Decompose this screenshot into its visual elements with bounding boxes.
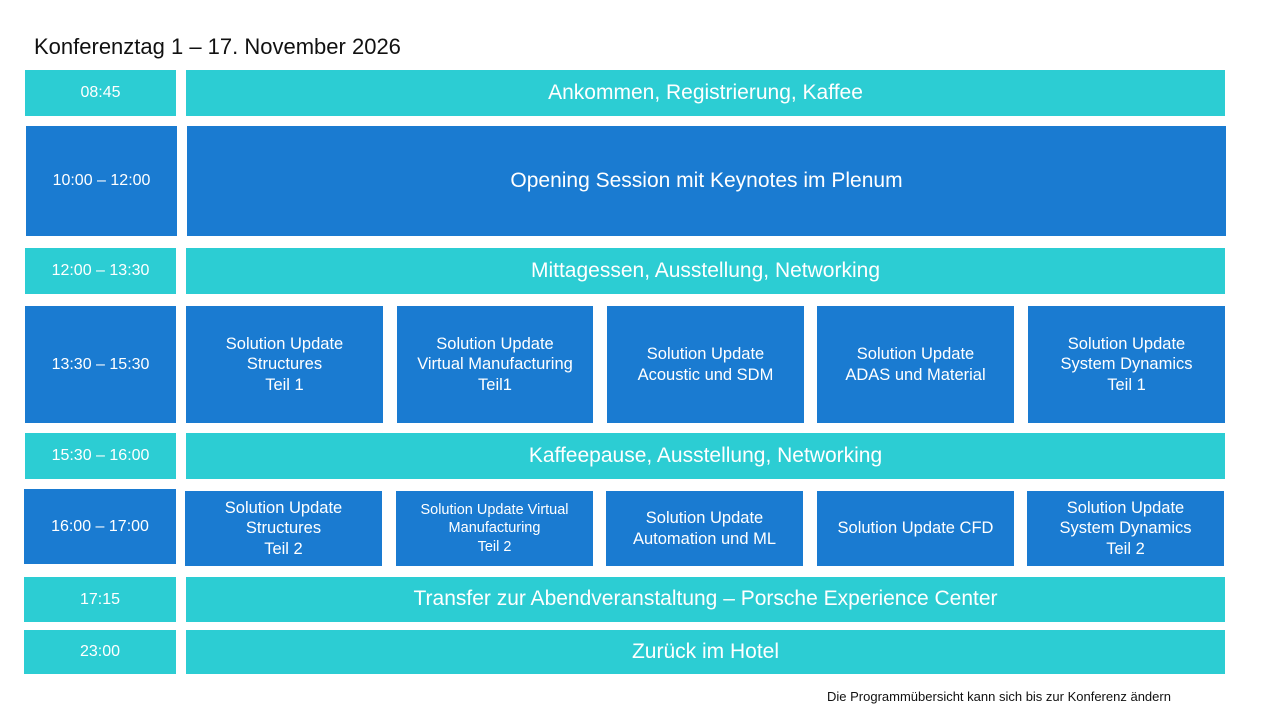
footer-note: Die Programmübersicht kann sich bis zur … [827,689,1171,704]
page-title: Konferenztag 1 – 17. November 2026 [34,34,401,59]
session-block: Solution Update Structures Teil 2 [185,491,382,566]
session-block: Solution Update Virtual Manufacturing Te… [397,306,593,423]
session-block: Solution Update Virtual Manufacturing Te… [396,491,593,566]
time-slot: 23:00 [24,630,176,674]
plenary-block: Mittagessen, Ausstellung, Networking [186,248,1225,294]
time-slot: 08:45 [25,70,176,116]
time-slot: 15:30 – 16:00 [25,433,176,479]
session-block: Solution Update Structures Teil 1 [186,306,383,423]
plenary-block: Transfer zur Abendveranstaltung – Porsch… [186,577,1225,622]
session-block: Solution Update Acoustic und SDM [607,306,804,423]
plenary-block: Kaffeepause, Ausstellung, Networking [186,433,1225,479]
time-slot: 12:00 – 13:30 [25,248,176,294]
plenary-block: Zurück im Hotel [186,630,1225,674]
session-block: Solution Update ADAS und Material [817,306,1014,423]
time-slot: 17:15 [24,577,176,622]
session-block: Solution Update System Dynamics Teil 2 [1027,491,1224,566]
keynote-block: Opening Session mit Keynotes im Plenum [187,126,1226,236]
session-block: Solution Update System Dynamics Teil 1 [1028,306,1225,423]
time-slot: 16:00 – 17:00 [24,489,176,564]
time-slot: 10:00 – 12:00 [26,126,177,236]
session-block: Solution Update CFD [817,491,1014,566]
plenary-block: Ankommen, Registrierung, Kaffee [186,70,1225,116]
time-slot: 13:30 – 15:30 [25,306,176,423]
session-block: Solution Update Automation und ML [606,491,803,566]
